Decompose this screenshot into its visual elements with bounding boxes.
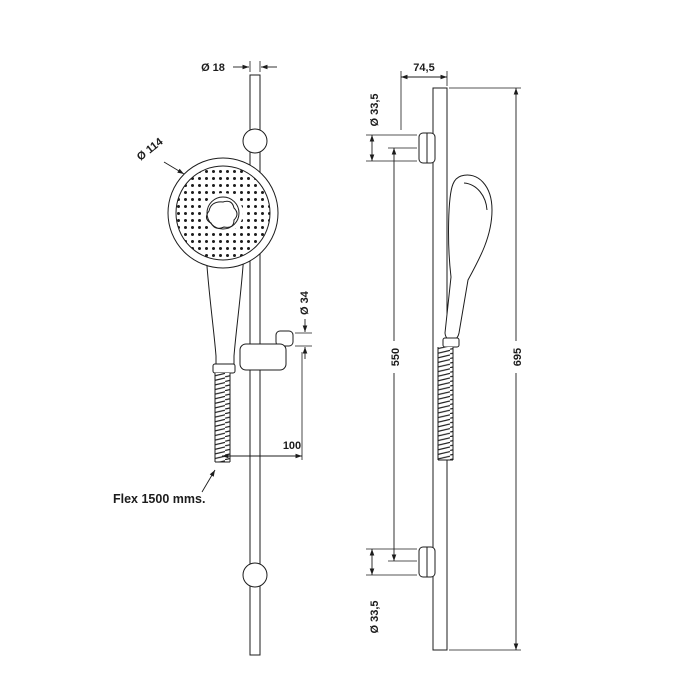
wall-offset-label: 74,5 xyxy=(413,62,434,74)
bracket-span-label: 550 xyxy=(390,348,402,366)
dim-top-bracket: Ø 33,5 xyxy=(366,93,417,162)
wall-knob-bottom-front xyxy=(242,562,268,588)
top-bracket-diameter-label: Ø 33,5 xyxy=(369,93,381,126)
hose-coil-texture xyxy=(215,373,230,462)
dim-rail-diameter: Ø 18 xyxy=(201,61,277,74)
dim-head-diameter: Ø 114 xyxy=(135,135,185,175)
hose-outline xyxy=(214,373,231,463)
leader-arrow xyxy=(163,161,185,175)
dim-slider-knob: Ø 34 xyxy=(295,290,312,359)
head-logo-ring xyxy=(206,196,240,230)
dim-rail-length: 695 xyxy=(449,87,524,651)
slider-bracket-front xyxy=(239,343,287,371)
extension-lines xyxy=(449,87,521,651)
extension-lines xyxy=(366,134,417,162)
head-faceplate-edge xyxy=(463,182,488,211)
wall-knob-top-front xyxy=(242,128,268,154)
dim-hose-offset: 100 xyxy=(222,352,303,460)
hose-coil-texture xyxy=(438,347,453,460)
rail-length-label: 695 xyxy=(512,348,524,366)
shower-head-front xyxy=(167,157,279,269)
slider-knob-diameter-label: Ø 34 xyxy=(299,290,311,315)
bottom-bracket-diameter-label: Ø 33,5 xyxy=(369,600,381,633)
hose-outline xyxy=(437,347,454,461)
leader-arrow xyxy=(201,469,216,493)
front-view: Ø 18 Ø 114 Ø 34 xyxy=(113,61,312,656)
extension-lines xyxy=(249,61,261,72)
hose-side xyxy=(437,347,454,461)
extension-lines xyxy=(366,548,417,576)
side-view: 74,5 Ø 33,5 xyxy=(366,62,524,651)
wall-bracket-side-bottom xyxy=(418,546,436,578)
hose-connector-front xyxy=(212,363,236,374)
flex-note: Flex 1500 mms. xyxy=(113,469,216,506)
rail-diameter-label: Ø 18 xyxy=(201,62,225,74)
flex-note-label: Flex 1500 mms. xyxy=(113,492,205,506)
wall-bracket-side-top xyxy=(418,132,436,164)
head-diameter-label: Ø 114 xyxy=(135,135,166,163)
dim-bottom-bracket: Ø 33,5 xyxy=(366,548,417,634)
extension-lines xyxy=(295,332,312,347)
dim-bracket-span: 550 xyxy=(388,147,417,562)
handle-front xyxy=(205,251,245,365)
hose-connector-side xyxy=(442,337,460,348)
dim-wall-offset: 74,5 xyxy=(400,62,448,130)
shower-head-side xyxy=(444,174,493,341)
hose-front xyxy=(214,373,231,463)
head-logo-emblem xyxy=(205,200,238,229)
hose-offset-label: 100 xyxy=(283,440,301,452)
